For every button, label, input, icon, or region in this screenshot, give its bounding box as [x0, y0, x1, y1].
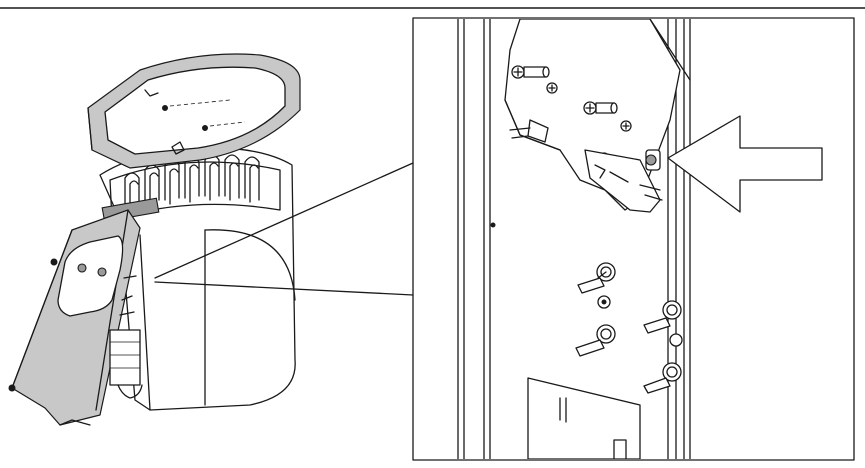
- relay-1: [577, 262, 616, 294]
- lower-components: [575, 262, 683, 394]
- heater-front-edge: [139, 234, 151, 411]
- detail-zoom-callout: [154, 162, 414, 296]
- screw-2: [583, 101, 618, 115]
- sauna-heater-drawing: [8, 53, 301, 426]
- relay-4: [643, 362, 682, 394]
- relay-2: [575, 324, 616, 357]
- control-knob-panel: [57, 235, 124, 317]
- bottom-bracket: [527, 377, 641, 459]
- left-rails: [457, 19, 496, 459]
- pointer-arrow-icon: [667, 115, 823, 213]
- detail-frame: [412, 17, 855, 461]
- relay-3: [643, 300, 682, 334]
- top-frame: [87, 53, 301, 169]
- mounting-plate: [504, 19, 691, 213]
- detail-view: [412, 17, 855, 461]
- front-control-panel: [8, 209, 141, 426]
- internal-wiring: [109, 275, 143, 399]
- heater-body-curve: [204, 229, 296, 301]
- screw-1: [511, 65, 550, 79]
